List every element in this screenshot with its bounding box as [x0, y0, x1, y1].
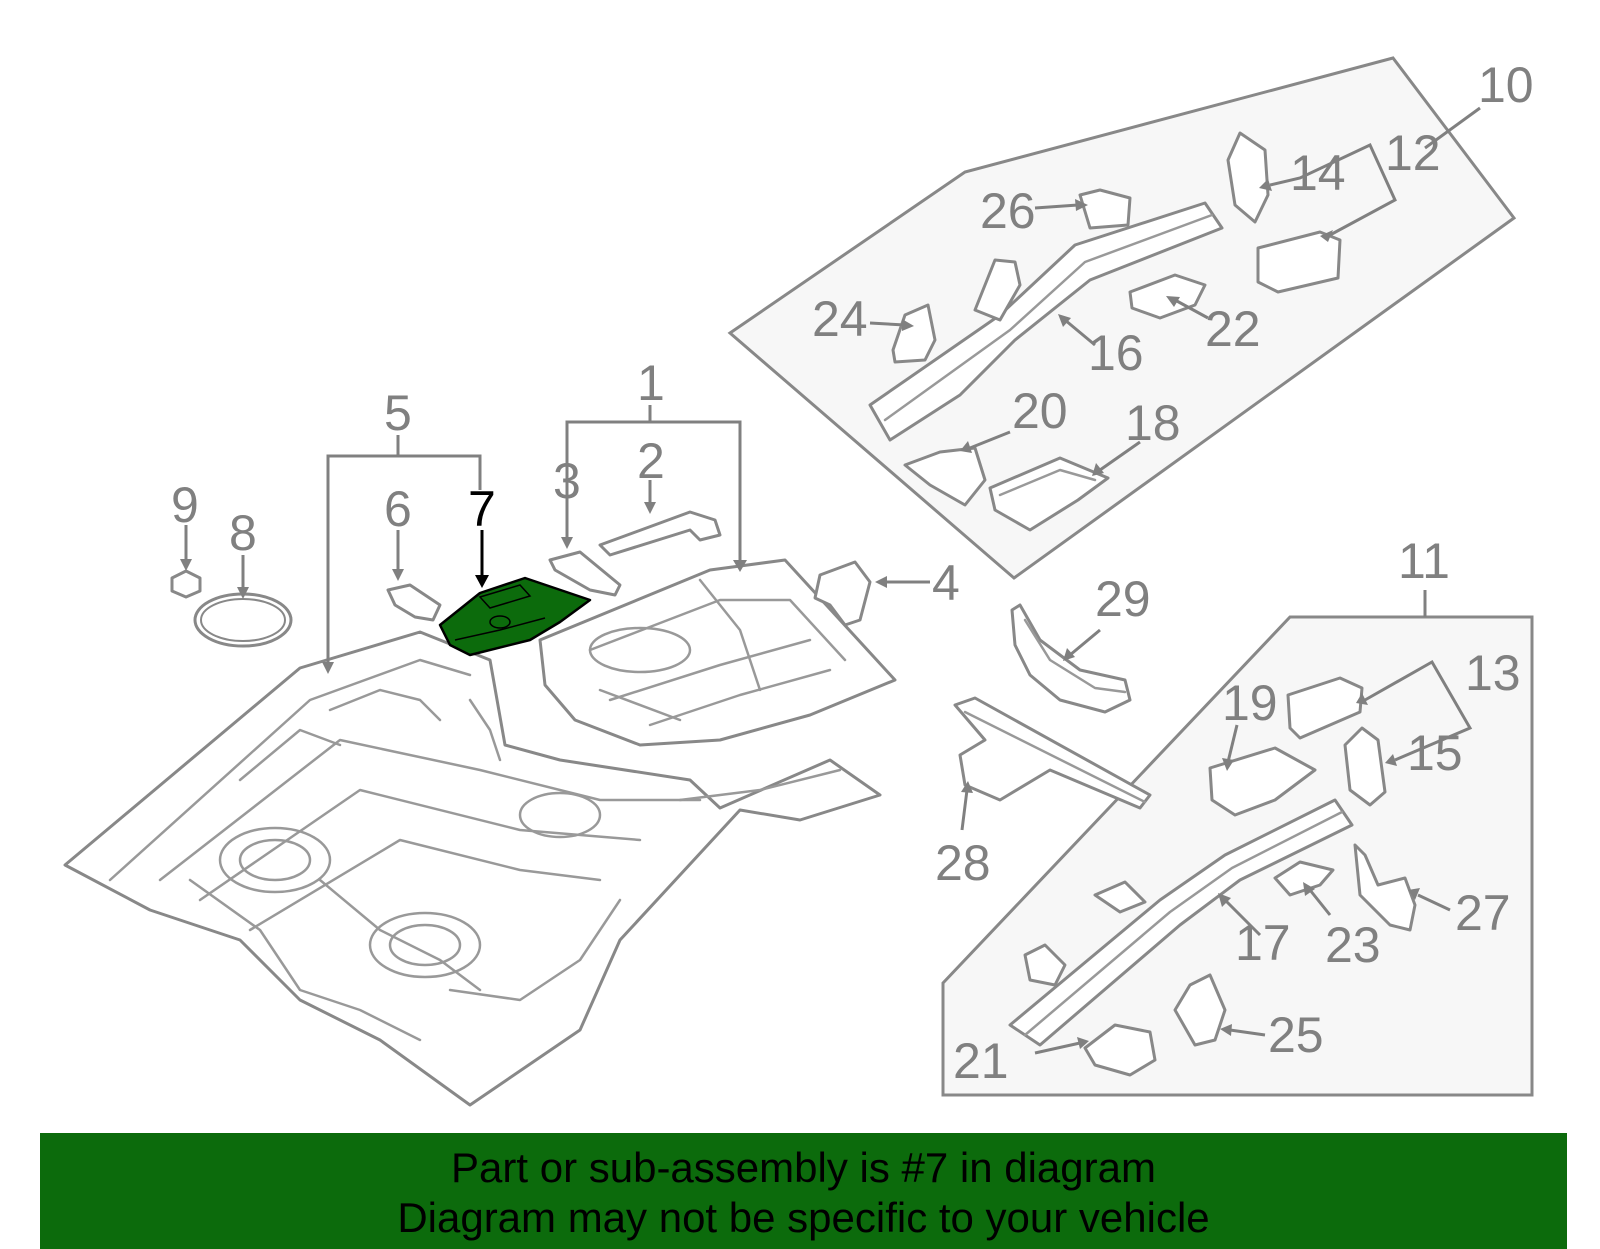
callout-7: 7: [468, 481, 496, 537]
callout-4: 4: [932, 555, 960, 611]
callout-1: 1: [637, 355, 665, 411]
callout-6: 6: [384, 481, 412, 537]
callout-27: 27: [1455, 885, 1511, 941]
group-10-panel: [727, 56, 1517, 580]
callout-18: 18: [1125, 395, 1181, 451]
callout-2: 2: [637, 433, 665, 489]
callout-8: 8: [229, 505, 257, 561]
part-15-bracket: [1343, 726, 1387, 807]
part-16-rail: [868, 201, 1224, 442]
info-banner: Part or sub-assembly is #7 in diagram Di…: [40, 1133, 1567, 1249]
banner-line-2: Diagram may not be specific to your vehi…: [397, 1194, 1210, 1241]
callout-28: 28: [935, 835, 991, 891]
part-28-crossmember: [953, 696, 1152, 810]
parts-diagram: 1 2 3 4 5 6 7 8 9 10 11 12 13 14 15 16 1…: [63, 56, 1534, 1107]
part-3-bracket: [548, 550, 622, 597]
callout-10: 10: [1478, 57, 1534, 113]
callout-5: 5: [384, 385, 412, 441]
callout-23: 23: [1325, 917, 1381, 973]
callout-17: 17: [1235, 915, 1291, 971]
part-19-bracket: [1208, 746, 1317, 817]
part-16-upper-bracket: [973, 258, 1022, 322]
part-24-bracket: [891, 303, 937, 364]
part-21-lower-bracket: [1023, 943, 1067, 987]
callout-19: 19: [1222, 675, 1278, 731]
part-4-bracket: [813, 560, 872, 627]
part-12-bracket: [1256, 230, 1342, 294]
rear-floor-part: [538, 558, 897, 747]
part-20-bracket: [903, 446, 987, 507]
callout-3: 3: [553, 453, 581, 509]
part-14-bracket: [1226, 131, 1270, 224]
banner-line-1: Part or sub-assembly is #7 in diagram: [451, 1144, 1156, 1191]
callout-22: 22: [1205, 301, 1261, 357]
callout-labels: 1 2 3 4 5 6 7 8 9 10 11 12 13 14 15 16 1…: [171, 57, 1534, 1089]
part-29-bracket: [1010, 603, 1132, 714]
part-13-bracket: [1286, 676, 1364, 740]
callout-11: 11: [1398, 533, 1450, 589]
callout-29: 29: [1095, 571, 1151, 627]
part-23-bracket: [1273, 860, 1335, 897]
part-25-bracket: [1173, 973, 1227, 1047]
callout-16: 16: [1088, 325, 1144, 381]
callout-12: 12: [1385, 125, 1441, 181]
callout-24: 24: [812, 291, 868, 347]
part-8-grommet: [193, 592, 293, 648]
callout-15: 15: [1407, 725, 1463, 781]
part-21-bracket: [1083, 1023, 1157, 1077]
part-26-bracket: [1078, 188, 1132, 230]
part-27-bracket: [1353, 843, 1417, 932]
leader-lines: [180, 106, 1481, 1055]
part-2-crossmember: [598, 510, 722, 557]
callout-9: 9: [171, 477, 199, 533]
part-17-rail: [1008, 798, 1354, 1047]
part-6-bracket: [386, 583, 442, 622]
floor-pan-part: [63, 630, 882, 1107]
part-9-plug: [170, 569, 202, 599]
callout-26: 26: [980, 183, 1036, 239]
callout-20: 20: [1012, 383, 1068, 439]
callout-25: 25: [1268, 1007, 1324, 1063]
part-17-upper-bracket: [1093, 880, 1147, 914]
callout-14: 14: [1290, 145, 1346, 201]
callout-21: 21: [953, 1033, 1009, 1089]
callout-13: 13: [1465, 645, 1521, 701]
part-7-highlighted: [438, 576, 592, 657]
